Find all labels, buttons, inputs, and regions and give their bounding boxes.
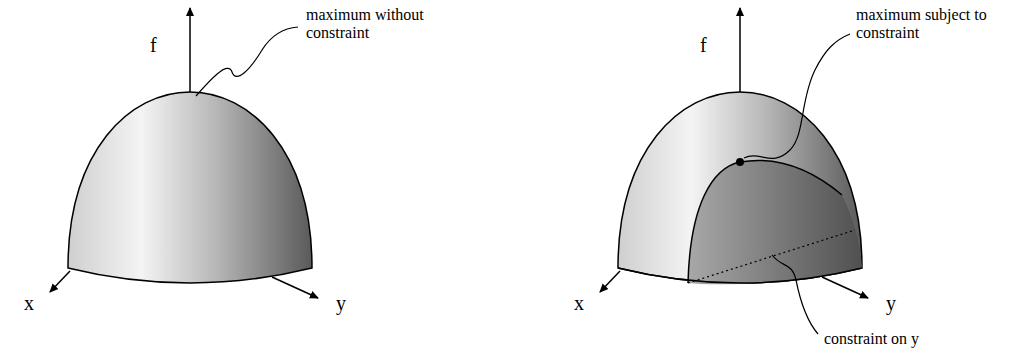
callout-label: maximum subject to constraint [856,6,1006,42]
axis-label: x [574,292,584,314]
dome-left [50,8,318,298]
axis-label: f [700,34,707,56]
callout-label: maximum without constraint [306,6,441,42]
axis-label: x [24,292,34,314]
axis-label: y [886,292,896,314]
axis-label: f [150,34,157,56]
dome-right [600,8,868,334]
axis-label: y [336,292,346,314]
callout-label: constraint on y [824,330,919,348]
